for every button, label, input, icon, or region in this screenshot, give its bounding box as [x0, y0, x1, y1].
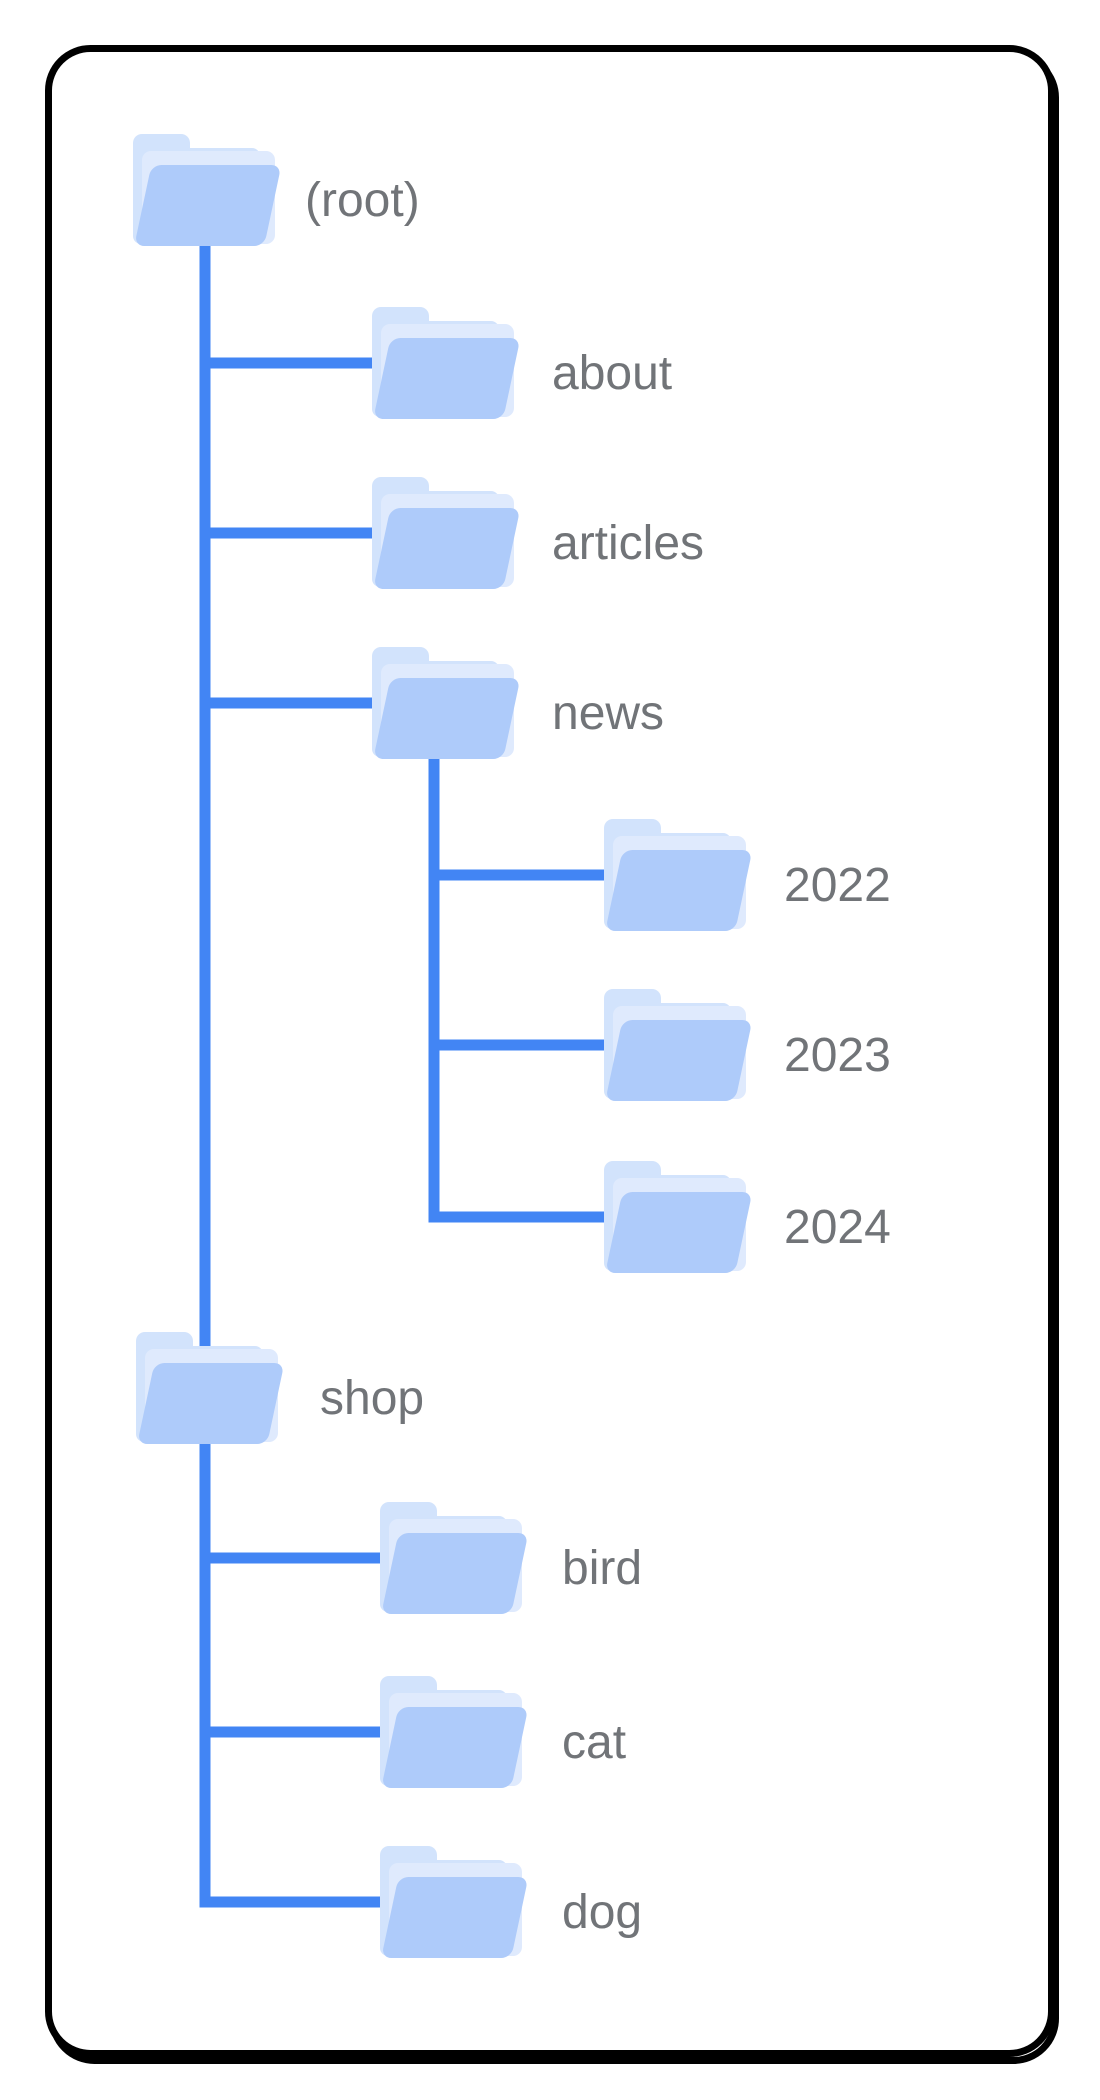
- node-label: cat: [562, 1716, 626, 1769]
- tree-node-dog: dog: [380, 1846, 642, 1958]
- tree-node-root: (root): [133, 134, 420, 246]
- node-label: 2024: [784, 1201, 891, 1254]
- node-label: 2022: [784, 859, 891, 912]
- node-label: articles: [552, 517, 704, 570]
- node-label: (root): [305, 174, 420, 227]
- tree-node-shop: shop: [136, 1332, 424, 1444]
- tree-node-2024: 2024: [604, 1161, 891, 1273]
- tree-node-2022: 2022: [604, 819, 891, 931]
- tree-node-cat: cat: [380, 1676, 626, 1788]
- node-label: shop: [320, 1372, 424, 1425]
- tree-node-about: about: [372, 307, 672, 419]
- tree-node-2023: 2023: [604, 989, 891, 1101]
- node-label: about: [552, 347, 672, 400]
- tree-node-news: news: [372, 647, 664, 759]
- node-label: news: [552, 687, 664, 740]
- tree-node-articles: articles: [372, 477, 704, 589]
- node-label: 2023: [784, 1029, 891, 1082]
- node-label: dog: [562, 1886, 642, 1939]
- diagram-card: [45, 45, 1055, 2057]
- connectors: [199, 238, 616, 1908]
- node-label: bird: [562, 1542, 642, 1595]
- tree-node-bird: bird: [380, 1502, 642, 1614]
